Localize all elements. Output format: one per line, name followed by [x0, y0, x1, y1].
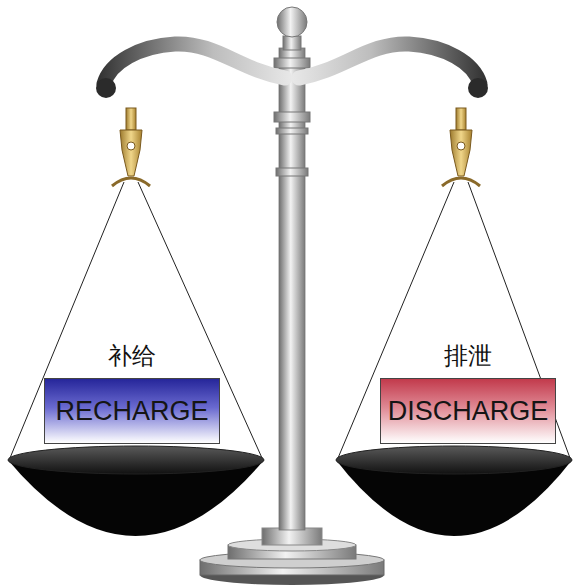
pan-strings	[10, 182, 570, 458]
hook-ring	[442, 178, 480, 186]
hook-stem	[126, 108, 136, 130]
base-collar	[262, 528, 322, 545]
hook-body	[450, 130, 472, 176]
pan-right	[336, 446, 572, 536]
scale-base	[200, 528, 384, 585]
pole-ring	[276, 168, 308, 176]
hook-hole	[457, 142, 465, 150]
hook-right	[442, 108, 480, 186]
chinese-heading: 补给	[44, 334, 220, 378]
pan-rim	[336, 446, 572, 474]
pan-rim	[8, 446, 264, 474]
pole-ring	[274, 58, 310, 68]
scale-beam	[96, 44, 488, 98]
beam-curl-left	[96, 78, 116, 98]
hook-stem	[456, 108, 466, 130]
hook-left	[112, 108, 150, 186]
labelled-weight-box: 补给RECHARGE	[44, 334, 220, 444]
chinese-heading: 排泄	[380, 334, 556, 378]
labelled-weight-box: 排泄DISCHARGE	[380, 334, 556, 444]
hook-ring	[112, 178, 150, 186]
finial-neck	[283, 36, 301, 50]
english-label: DISCHARGE	[380, 378, 556, 444]
beam-arm-right	[299, 44, 480, 84]
finial-ball	[277, 7, 307, 37]
beam-arm-left	[104, 44, 285, 84]
pole-ring	[274, 112, 310, 122]
hook-body	[120, 130, 142, 176]
hook-hole	[127, 142, 135, 150]
beam-curl-right	[468, 78, 488, 98]
english-label: RECHARGE	[44, 378, 220, 444]
pan-left	[8, 446, 264, 536]
scale-pole	[274, 7, 310, 530]
pole-ring	[276, 128, 308, 134]
